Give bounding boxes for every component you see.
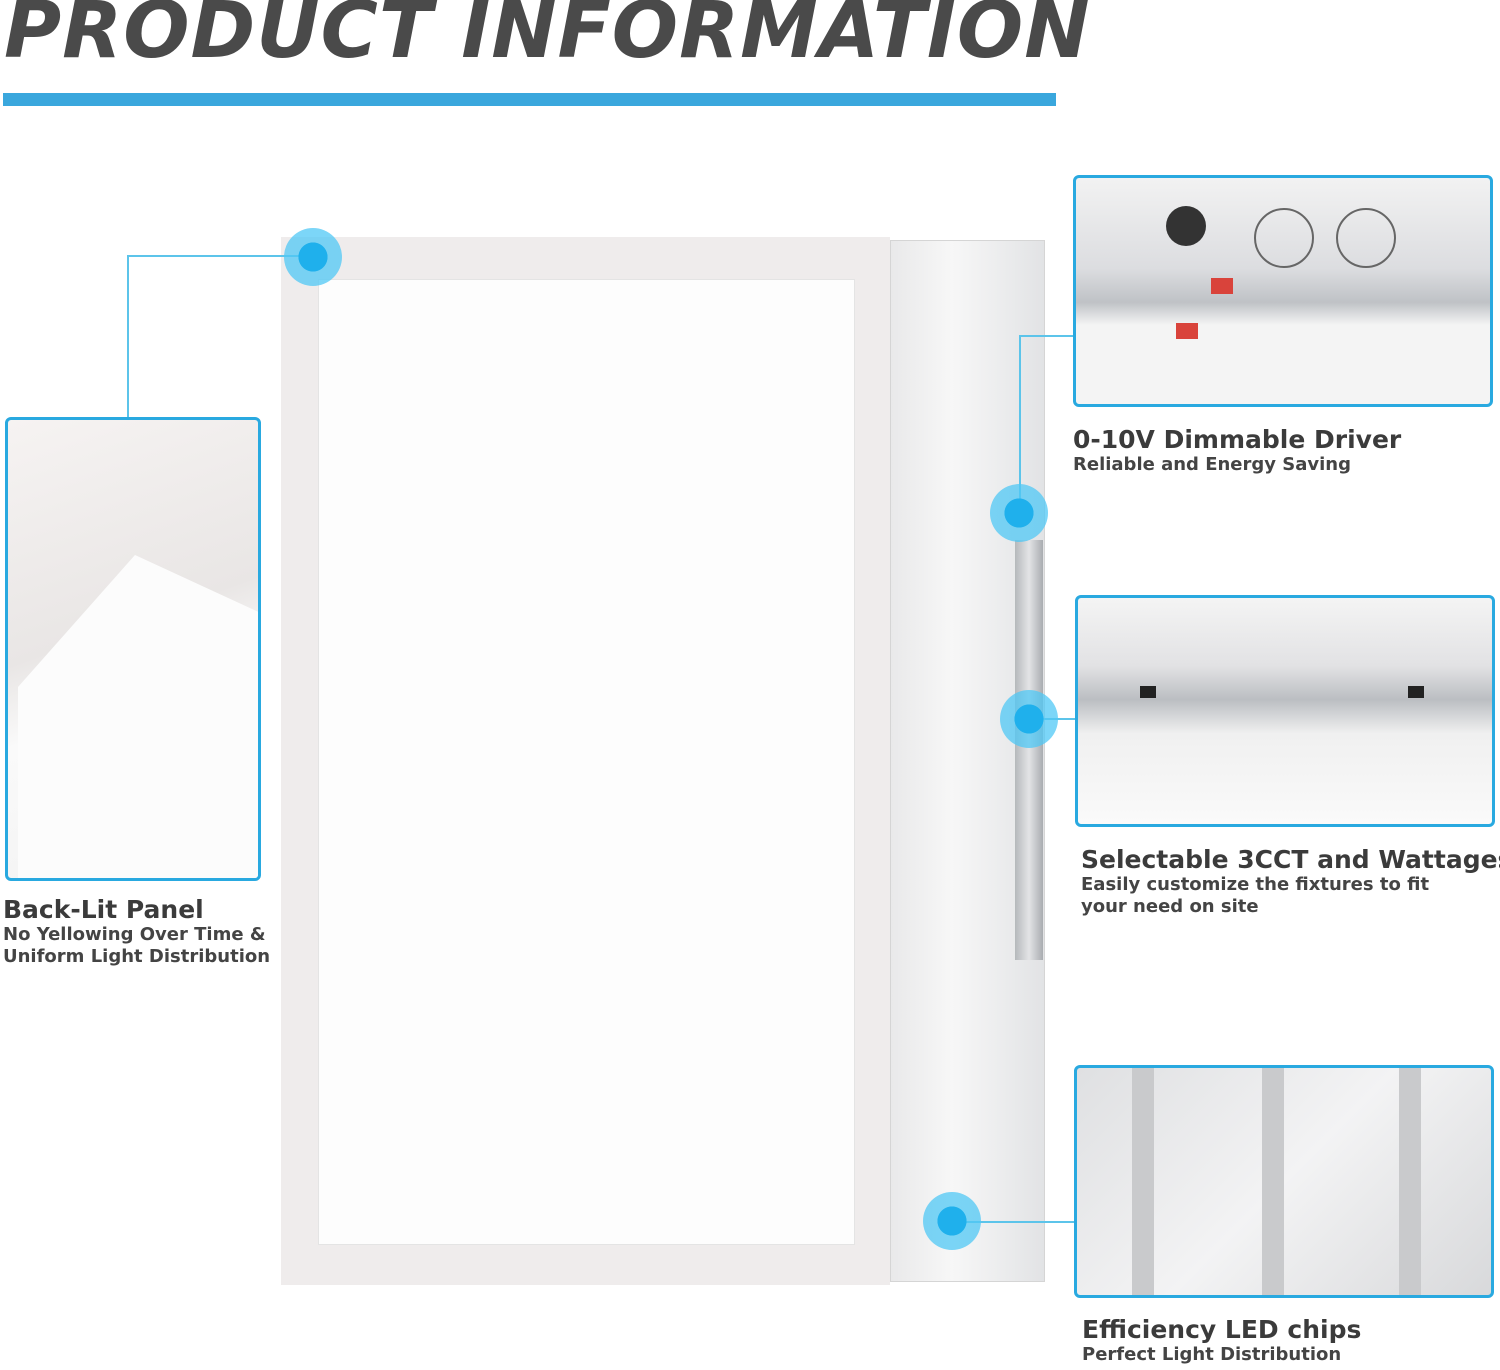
connector-line: [952, 1221, 1076, 1223]
connector-line: [127, 255, 313, 257]
hotspot-dot: [923, 1192, 981, 1250]
panel-driver: [1015, 540, 1043, 960]
feature-subtitle: Reliable and Energy Saving: [1073, 454, 1351, 475]
feature-3cct: Selectable 3CCT and Wattages Easily cust…: [1081, 845, 1500, 918]
feature-heading: Efficiency LED chips: [1082, 1315, 1362, 1344]
feature-heading: Back-Lit Panel: [3, 895, 204, 924]
title-underline: [3, 93, 1056, 106]
backlit-panel-photo: [5, 417, 261, 881]
feature-heading: 0-10V Dimmable Driver: [1073, 425, 1402, 454]
driver-label-photo: [1075, 595, 1495, 827]
connector-line: [127, 255, 129, 417]
connector-line: [1019, 335, 1073, 337]
feature-heading: Selectable 3CCT and Wattages: [1081, 845, 1500, 874]
feature-subtitle: Uniform Light Distribution: [3, 946, 271, 967]
feature-led: Efficiency LED chips Perfect Light Distr…: [1082, 1315, 1361, 1366]
feature-subtitle: your need on site: [1081, 896, 1259, 917]
feature-subtitle: Perfect Light Distribution: [1082, 1344, 1342, 1365]
connector-line: [1019, 335, 1021, 513]
feature-subtitle: Easily customize the fixtures to fit: [1081, 874, 1430, 895]
page-title: PRODUCT INFORMATION: [4, 0, 1091, 76]
feature-backlit: Back-Lit Panel No Yellowing Over Time & …: [3, 895, 270, 968]
driver-photo: [1073, 175, 1493, 407]
hotspot-dot: [284, 228, 342, 286]
led-chips-photo: [1074, 1065, 1494, 1298]
feature-driver: 0-10V Dimmable Driver Reliable and Energ…: [1073, 425, 1401, 476]
panel-diffuser: [318, 279, 855, 1245]
feature-subtitle: No Yellowing Over Time &: [3, 924, 266, 945]
hotspot-dot: [990, 484, 1048, 542]
hotspot-dot: [1000, 690, 1058, 748]
